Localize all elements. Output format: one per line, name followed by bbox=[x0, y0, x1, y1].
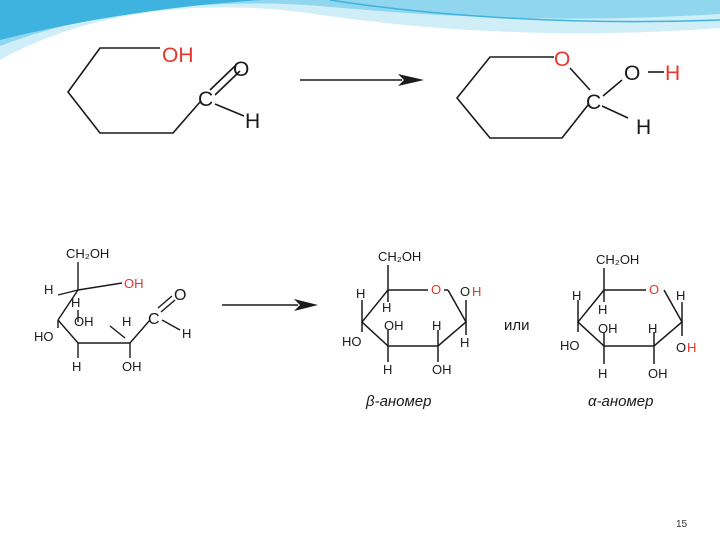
c1-h-bond bbox=[161, 319, 181, 331]
or-label: или bbox=[504, 317, 530, 334]
alpha-oh-inner: OH bbox=[598, 321, 618, 336]
alpha-greek: α bbox=[588, 393, 597, 410]
beta-hydroxyl-o: O bbox=[460, 284, 470, 299]
ch-bond bbox=[214, 103, 245, 117]
alpha-h-bottom: H bbox=[598, 366, 607, 381]
carbonyl-oxygen-label: O bbox=[233, 58, 249, 81]
wave-stripe bbox=[329, 0, 720, 23]
ho-label: HO bbox=[34, 329, 54, 344]
arrow-head bbox=[294, 299, 318, 311]
beta-caption-text: -аномер bbox=[375, 393, 432, 410]
ring-oxygen-label: O bbox=[554, 48, 570, 71]
chain-bonds bbox=[66, 47, 201, 134]
ring-bonds bbox=[455, 56, 589, 139]
c1-o-bond-2 bbox=[160, 299, 176, 313]
ring-front bbox=[360, 289, 467, 347]
alpha-caption: α-аномер bbox=[588, 393, 653, 410]
o-label: O bbox=[174, 287, 186, 304]
h-label-1: H bbox=[44, 282, 53, 297]
c2-c1-bond bbox=[129, 319, 151, 344]
oh-mid-label: OH bbox=[74, 314, 94, 329]
red-oh-label: OH bbox=[124, 276, 144, 291]
reaction-arrow-top bbox=[300, 74, 424, 86]
beta-ch2oh-label: CH₂OH bbox=[378, 249, 421, 264]
anomeric-h-label: H bbox=[636, 116, 651, 139]
cyclic-hemiacetal bbox=[455, 56, 664, 139]
alpha-caption-text: -аномер bbox=[597, 393, 654, 410]
c1-o-bond-1 bbox=[157, 295, 173, 309]
beta-ho-label: HO bbox=[342, 334, 362, 349]
beta-h-inner: H bbox=[432, 318, 441, 333]
beta-h-right: H bbox=[460, 335, 469, 350]
hydroxyl-label: OH bbox=[162, 44, 194, 67]
beta-ring-oxygen: O bbox=[431, 282, 441, 297]
alpha-oh-bottom: OH bbox=[648, 366, 668, 381]
carbonyl-bond-1 bbox=[209, 65, 236, 91]
page-number: 15 bbox=[676, 519, 688, 530]
arrow-head bbox=[398, 74, 424, 86]
alpha-h-right: H bbox=[676, 288, 685, 303]
beta-h-bottom: H bbox=[383, 362, 392, 377]
c4-c3-bond bbox=[57, 319, 79, 344]
hydroxyl-h-label: H bbox=[665, 62, 680, 85]
oh-bottom-label: OH bbox=[122, 359, 142, 374]
beta-anomer-structure bbox=[360, 265, 467, 362]
c-o-bond bbox=[602, 79, 623, 97]
beta-oh-bottom: OH bbox=[432, 362, 452, 377]
c5-oh-bond bbox=[77, 282, 123, 291]
carbon-label: C bbox=[198, 88, 213, 111]
open-chain-hydroxyaldehyde bbox=[66, 47, 245, 134]
alpha-hydroxyl-h: H bbox=[687, 340, 696, 355]
anomeric-carbon-label: C bbox=[586, 91, 601, 114]
alpha-h-inner: H bbox=[648, 321, 657, 336]
alpha-ho-label: HO bbox=[560, 338, 580, 353]
c-h-bond bbox=[601, 105, 629, 119]
h-label-2: H bbox=[71, 295, 80, 310]
beta-greek: β bbox=[365, 393, 375, 410]
beta-hydroxyl-h: H bbox=[472, 284, 481, 299]
c-label: C bbox=[148, 311, 160, 328]
beta-h-left-2: H bbox=[382, 300, 391, 315]
reaction-arrow-bottom bbox=[222, 299, 318, 311]
ring-o-c-bond bbox=[569, 67, 591, 91]
ch2oh-label: CH₂OH bbox=[66, 246, 109, 261]
carbonyl-bond-2 bbox=[214, 70, 241, 96]
c5-c4-bond bbox=[57, 289, 79, 321]
wave-mid bbox=[0, 0, 720, 46]
open-chain-glucose bbox=[57, 262, 181, 358]
ring-front bbox=[576, 289, 683, 347]
alpha-ring-oxygen: O bbox=[649, 282, 659, 297]
alpha-anomer-structure bbox=[576, 268, 683, 364]
alpha-h-left-2: H bbox=[598, 302, 607, 317]
h-bottom-label: H bbox=[72, 359, 81, 374]
alpha-hydroxyl-o: O bbox=[676, 340, 686, 355]
c3-h-side-bond bbox=[109, 325, 126, 339]
wave-dark bbox=[0, 0, 260, 40]
beta-caption: β-аномер bbox=[365, 393, 431, 410]
h-mid-label: H bbox=[122, 314, 131, 329]
c5-h-bond bbox=[57, 289, 79, 296]
aldehyde-h-label: H bbox=[182, 326, 191, 341]
beta-oh-inner: OH bbox=[384, 318, 404, 333]
aldehyde-h-label: H bbox=[245, 110, 260, 133]
hydroxyl-oxygen-label: O bbox=[624, 62, 640, 85]
header-wave bbox=[0, 0, 720, 60]
beta-h-left-1: H bbox=[356, 286, 365, 301]
alpha-ch2oh-label: CH₂OH bbox=[596, 252, 639, 267]
alpha-h-left-1: H bbox=[572, 288, 581, 303]
